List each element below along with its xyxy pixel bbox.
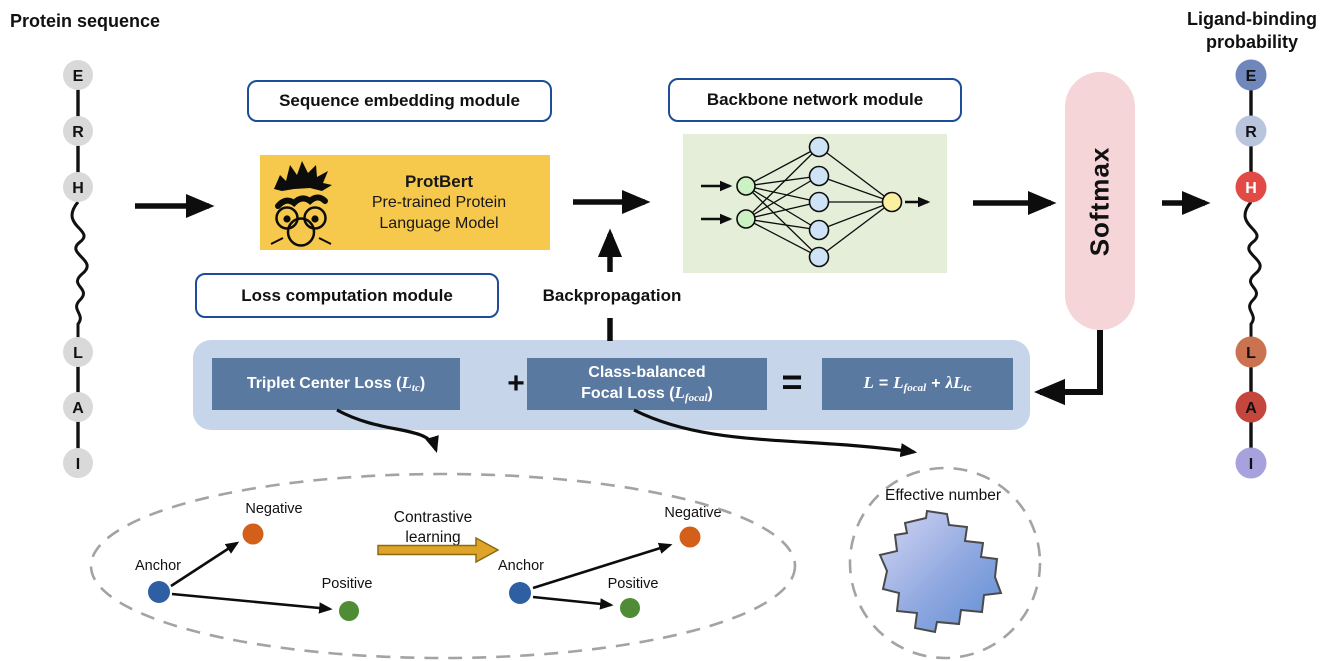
nn-nodes	[736, 136, 903, 268]
residue-label: I	[1249, 456, 1253, 473]
protbert-text: ProtBert Pre-trained Protein Language Mo…	[334, 171, 544, 235]
cb-var: L	[674, 382, 685, 402]
eq-sub2: focal	[903, 381, 927, 394]
softmax-block: Softmax	[1065, 72, 1135, 330]
eq-op: =	[878, 374, 889, 392]
total-loss-equation: L=Lfocal+λLtc	[864, 373, 972, 395]
anchor-label-left: Anchor	[135, 558, 181, 574]
protbert-subtitle2: Language Model	[379, 214, 499, 232]
triplet-close-paren: )	[419, 374, 426, 392]
residue-label: E	[73, 68, 84, 85]
contrastive-line2: learning	[405, 529, 461, 547]
eq-plus: +	[931, 374, 941, 392]
positive-dot	[339, 601, 359, 621]
protbert-title: ProtBert	[404, 171, 473, 191]
negative-dot	[242, 523, 264, 545]
backbone-network-module-label: Backbone network module	[706, 90, 924, 109]
plus-sign: +	[507, 367, 525, 400]
protbert-subtitle1: Pre-trained Protein	[371, 193, 507, 211]
residue-label: H	[1245, 180, 1257, 197]
cb-line2: Focal Loss (Lfocal)	[581, 383, 713, 405]
softmax-label: Softmax	[1084, 146, 1115, 256]
protbert-box: ProtBert Pre-trained Protein Language Mo…	[260, 155, 550, 250]
triplet-var: L	[401, 372, 412, 392]
triplet-center-loss-box: Triplet Center Loss (Ltc)	[212, 358, 460, 410]
triplet-center-loss-label: Triplet Center Loss (Ltc)	[247, 373, 425, 395]
protein-chain-right: E R H L A I	[1235, 59, 1267, 479]
nn-edges	[745, 146, 893, 258]
anchor-dot	[509, 582, 531, 604]
backpropagation-label: Backpropagation	[542, 286, 682, 305]
positive-label-right: Positive	[607, 576, 659, 592]
contrastive-ellipse	[89, 472, 797, 660]
residue-label: A	[1245, 400, 1257, 417]
residues-left: E R H L A I	[63, 60, 93, 478]
backbone-network-module-box: Backbone network module	[668, 78, 962, 122]
residue-label: R	[72, 124, 84, 141]
residue-label: H	[72, 180, 84, 197]
protein-chain-left: E R H L A I	[63, 60, 93, 478]
eq-sub3: tc	[963, 381, 972, 394]
eq-v2: L	[893, 372, 904, 392]
residue-label: R	[1245, 124, 1257, 141]
total-loss-equation-box: L=Lfocal+λLtc	[822, 358, 1013, 410]
eq-lambda: λ	[945, 372, 954, 392]
cb-close-paren: )	[707, 384, 713, 402]
cb-prefix: Focal Loss (	[581, 384, 675, 402]
ligand-binding-title-line1: Ligand-binding	[1187, 9, 1317, 29]
effective-number-blob	[878, 509, 1003, 634]
effective-number-label: Effective number	[884, 487, 1002, 504]
residue-label: E	[1246, 68, 1257, 85]
cb-line1: Class-balanced	[588, 364, 706, 382]
chain-squiggle-left	[70, 201, 89, 340]
negative-label-left: Negative	[245, 501, 303, 517]
eq-v3: L	[953, 372, 964, 392]
sequence-embedding-module-box: Sequence embedding module	[247, 80, 552, 122]
class-balanced-focal-loss-box: Class-balanced Focal Loss (Lfocal)	[527, 358, 767, 410]
equals-sign: =	[781, 361, 803, 402]
ligand-binding-title-line2: probability	[1205, 31, 1298, 52]
contrastive-learning-label: Contrastive learning	[373, 508, 493, 548]
bert-icon	[270, 160, 332, 247]
triplet-sub: tc	[411, 381, 420, 394]
positive-label-left: Positive	[321, 576, 373, 592]
sequence-embedding-module-label: Sequence embedding module	[279, 91, 520, 110]
residue-label: L	[1246, 345, 1256, 362]
contrastive-line1: Contrastive	[393, 509, 473, 526]
nn-input-arrows	[701, 180, 733, 225]
backbone-network-panel	[683, 134, 947, 273]
loss-computation-module-label: Loss computation module	[241, 285, 453, 305]
eq-v1: L	[863, 372, 874, 392]
negative-label-right: Negative	[664, 505, 722, 521]
triplet-words: Triplet Center Loss (	[246, 374, 402, 392]
loss-computation-module-box: Loss computation module	[195, 273, 499, 318]
anchor-dot	[148, 581, 170, 603]
ligand-binding-title: Ligand-binding probability	[1184, 8, 1320, 53]
chain-squiggle-right	[1243, 201, 1262, 340]
residues-right: E R H L A I	[1235, 59, 1267, 479]
negative-dot	[679, 526, 701, 548]
arrow-softmax-to-loss	[1033, 330, 1103, 406]
anchor-label-right: Anchor	[498, 558, 544, 574]
cb-sub: focal	[684, 391, 708, 404]
residue-label: A	[72, 400, 84, 417]
residue-label: L	[73, 345, 83, 362]
positive-dot	[620, 598, 640, 618]
residue-label: I	[76, 456, 80, 473]
protein-sequence-title: Protein sequence	[10, 11, 161, 31]
